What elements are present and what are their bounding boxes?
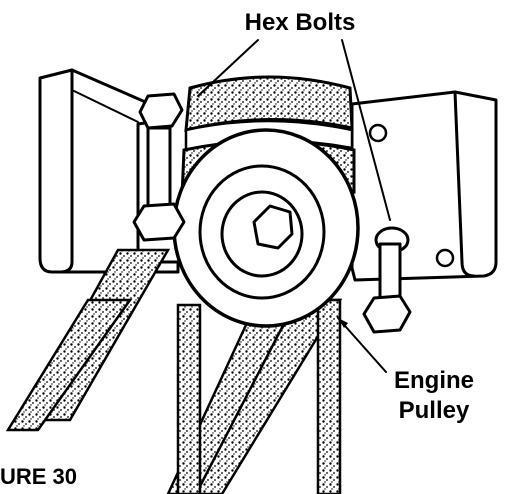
engine-pulley bbox=[172, 75, 360, 328]
leader-hex-bolts-right bbox=[341, 39, 391, 221]
belt-left-lower bbox=[5, 298, 133, 432]
bracket-hole-upper bbox=[368, 123, 388, 143]
figure-caption: URE 30 bbox=[0, 464, 77, 489]
belt-left-vertical bbox=[176, 303, 202, 494]
belt-right-vertical bbox=[316, 298, 342, 494]
leader-engine-pulley bbox=[337, 317, 387, 373]
leader-hex-bolts-left bbox=[197, 39, 259, 97]
hex-bolt-left bbox=[132, 92, 186, 242]
hex-bolt-right bbox=[362, 226, 412, 334]
pulley-center-bolt bbox=[252, 204, 294, 250]
right-mounting-bracket bbox=[350, 90, 498, 282]
label-hex-bolts: Hex Bolts bbox=[245, 9, 356, 36]
bracket-hole-lower bbox=[435, 248, 455, 268]
label-pulley: Pulley bbox=[399, 397, 470, 424]
hex-bolt-left-head bbox=[132, 202, 186, 242]
label-engine: Engine bbox=[394, 367, 474, 394]
hex-bolt-left-nut bbox=[138, 92, 184, 130]
leader-lines bbox=[197, 39, 391, 373]
hex-bolt-right-head bbox=[362, 294, 412, 334]
